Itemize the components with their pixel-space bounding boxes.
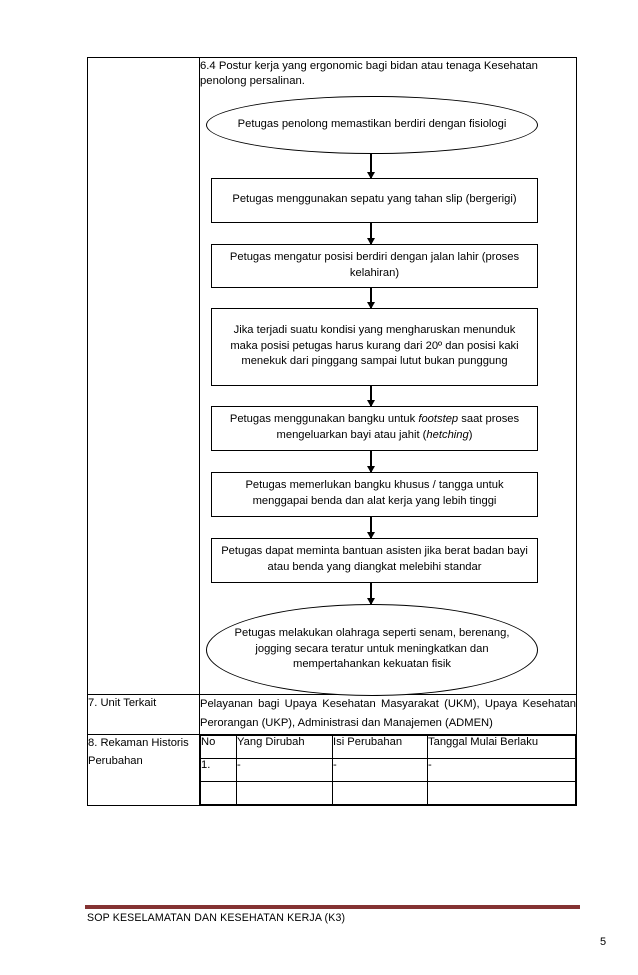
flow-arrow-step2-to-step3 [370,287,372,308]
flow-node-end: Petugas melakukan olahraga seperti senam… [206,603,538,696]
table-row-rekaman-historis: 8. Rekaman Historis Perubahan No Yang Di… [87,734,577,807]
flow-section-heading: 6.4 Postur kerja yang ergonomic bagi bid… [200,60,538,88]
table-row-flowchart: 6.4 Postur kerja yang ergonomic bagi bid… [87,57,577,696]
history-header-isi-perubahan: Isi Perubahan [332,735,428,760]
history-cell-yang-dirubah: - [236,758,333,783]
flow-section-label [87,57,200,695]
history-header-tanggal-mulai-berlaku: Tanggal Mulai Berlaku [427,735,576,760]
flow-arrow-start-to-step1 [370,153,372,178]
rekaman-historis-label: 8. Rekaman Historis Perubahan [87,734,200,807]
flow-node-step3: Jika terjadi suatu kondisi yang mengharu… [211,307,538,386]
flow-arrow-step6-to-end [370,582,372,604]
page-number: 5 [600,936,607,948]
history-empty-cell-isi-perubahan [332,781,428,806]
history-data-row: 1. - - - [200,758,576,783]
history-empty-cell-yang-dirubah [236,781,333,806]
history-empty-cell-tanggal [427,781,576,806]
history-empty-row [200,781,576,806]
flow-arrow-step4-to-step5 [370,450,372,472]
history-cell-tanggal-mulai-berlaku: - [427,758,576,783]
footer-divider-rule [85,905,580,909]
flow-node-start: Petugas penolong memastikan berdiri deng… [206,95,538,154]
history-header-no: No [200,735,237,760]
footer-title: SOP KESELAMATAN DAN KESEHATAN KERJA (K3) [87,912,346,924]
flow-node-step5: Petugas memerlukan bangku khusus / tangg… [211,471,538,517]
table-row-unit-terkait: 7. Unit Terkait Pelayanan bagi Upaya Kes… [87,693,577,736]
sop-document-table: 6.4 Postur kerja yang ergonomic bagi bid… [87,57,577,807]
flow-arrow-step3-to-step4 [370,385,372,406]
unit-terkait-label: 7. Unit Terkait [87,693,200,736]
unit-terkait-body: Pelayanan bagi Upaya Kesehatan Masyaraka… [199,693,577,736]
flow-node-step1: Petugas menggunakan sepatu yang tahan sl… [211,177,538,223]
history-cell-isi-perubahan: - [332,758,428,783]
rekaman-historis-body: No Yang Dirubah Isi Perubahan Tanggal Mu… [199,734,577,807]
flow-section-body: 6.4 Postur kerja yang ergonomic bagi bid… [199,57,577,696]
flowchart-canvas: Petugas penolong memastikan berdiri deng… [200,95,576,696]
flow-node-step4-text: Petugas menggunakan bangku untuk footste… [229,413,520,441]
history-header-row: No Yang Dirubah Isi Perubahan Tanggal Mu… [200,735,576,760]
history-cell-no: 1. [200,758,237,783]
flow-node-step6: Petugas dapat meminta bantuan asisten ji… [211,537,538,583]
history-header-yang-dirubah: Yang Dirubah [236,735,333,760]
history-table: No Yang Dirubah Isi Perubahan Tanggal Mu… [200,735,576,806]
history-empty-cell-no [200,781,237,806]
flow-arrow-step1-to-step2 [370,222,372,244]
flow-arrow-step5-to-step6 [370,516,372,538]
flow-node-step2: Petugas mengatur posisi berdiri dengan j… [211,243,538,288]
flow-node-step4: Petugas menggunakan bangku untuk footste… [211,405,538,451]
